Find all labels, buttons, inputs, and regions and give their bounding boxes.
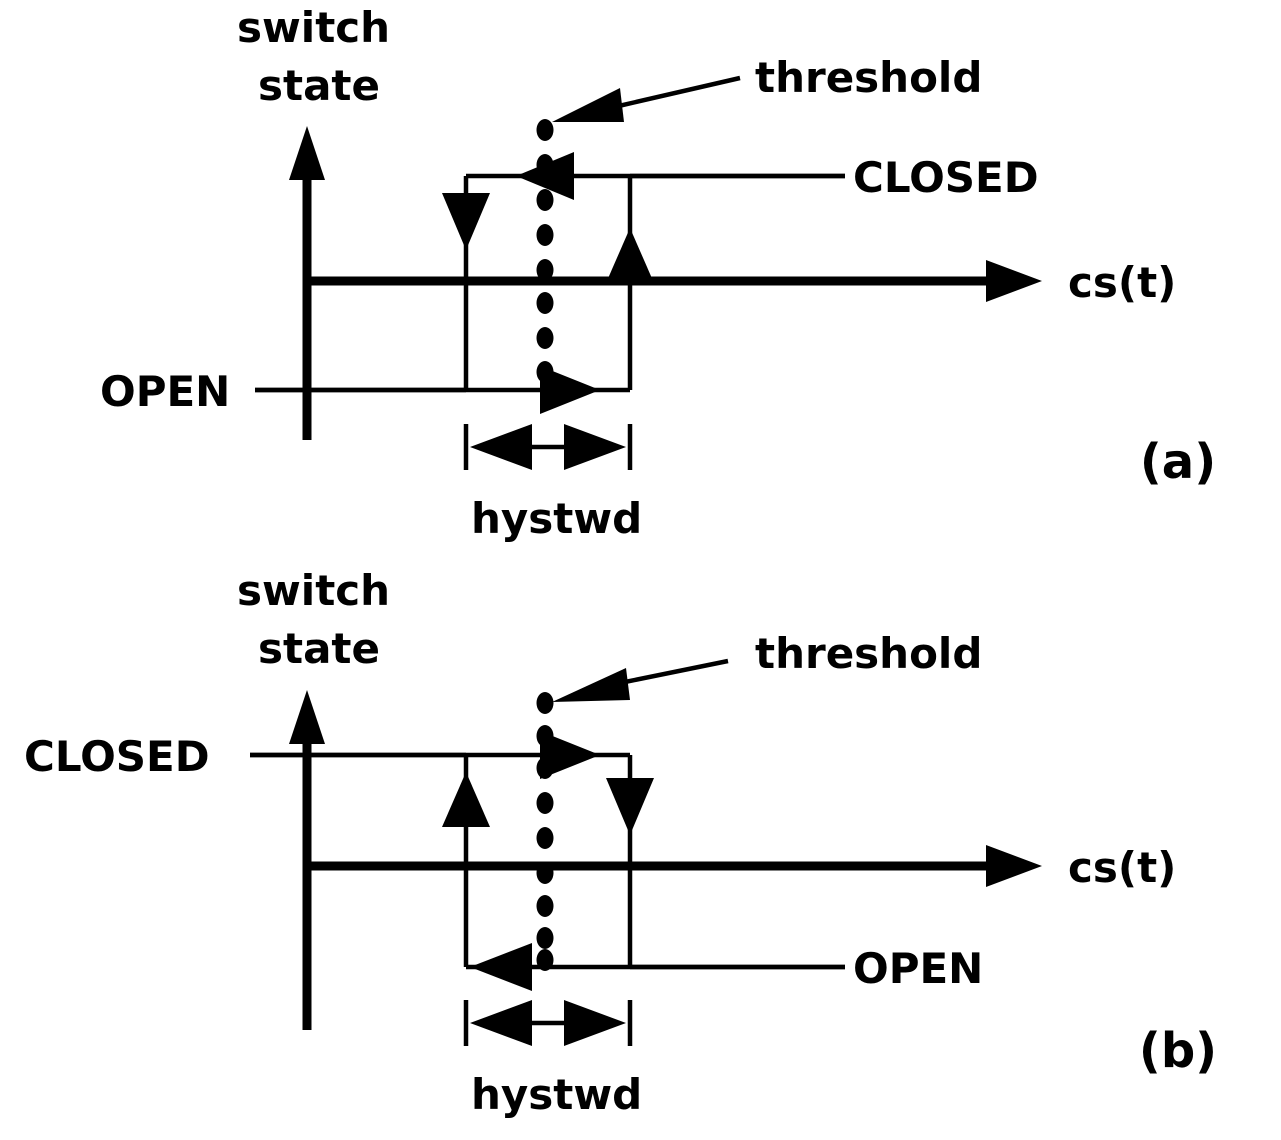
panel-b-y-axis-label-line1: switch bbox=[237, 566, 390, 615]
panel-b-threshold-pointer bbox=[552, 658, 729, 702]
panel-b-threshold-line bbox=[536, 692, 554, 971]
panel-b-y-axis-label-line2: state bbox=[258, 624, 380, 673]
panel-a-hystwd-label: hystwd bbox=[471, 494, 642, 543]
panel-a-label: (a) bbox=[1140, 434, 1216, 490]
panel-b-left-transition bbox=[442, 755, 490, 967]
panel-a-left-transition bbox=[442, 176, 490, 390]
panel-b-threshold-label: threshold bbox=[755, 629, 982, 678]
panel-b-closed-label: CLOSED bbox=[24, 732, 210, 781]
panel-a: switch state cs(t) threshold CLOSED OPEN… bbox=[100, 3, 1216, 543]
panel-a-y-axis-label-line1: switch bbox=[237, 3, 390, 52]
panel-a-closed-label: CLOSED bbox=[853, 153, 1039, 202]
panel-a-threshold-line bbox=[536, 119, 554, 383]
panel-b-x-axis bbox=[307, 845, 1042, 887]
panel-a-hystwd-measure bbox=[463, 424, 633, 470]
panel-a-y-axis-label-line2: state bbox=[258, 61, 380, 110]
panel-b-x-axis-label: cs(t) bbox=[1068, 843, 1176, 892]
panel-b-y-axis bbox=[289, 690, 325, 1030]
panel-a-threshold-label: threshold bbox=[755, 53, 982, 102]
panel-a-threshold-pointer bbox=[552, 75, 741, 122]
panel-a-open-label: OPEN bbox=[100, 367, 230, 416]
panel-b-hystwd-label: hystwd bbox=[471, 1070, 642, 1119]
panel-b-label: (b) bbox=[1139, 1023, 1217, 1079]
panel-b-hystwd-measure bbox=[463, 1000, 633, 1046]
panel-b-open-label: OPEN bbox=[853, 944, 983, 993]
panel-a-right-transition bbox=[606, 176, 654, 390]
panel-a-x-axis-label: cs(t) bbox=[1068, 258, 1176, 307]
panel-a-x-axis bbox=[307, 260, 1042, 302]
panel-b: switch state cs(t) threshold CLOSED OPEN… bbox=[24, 566, 1217, 1119]
panel-b-right-transition bbox=[606, 755, 654, 967]
